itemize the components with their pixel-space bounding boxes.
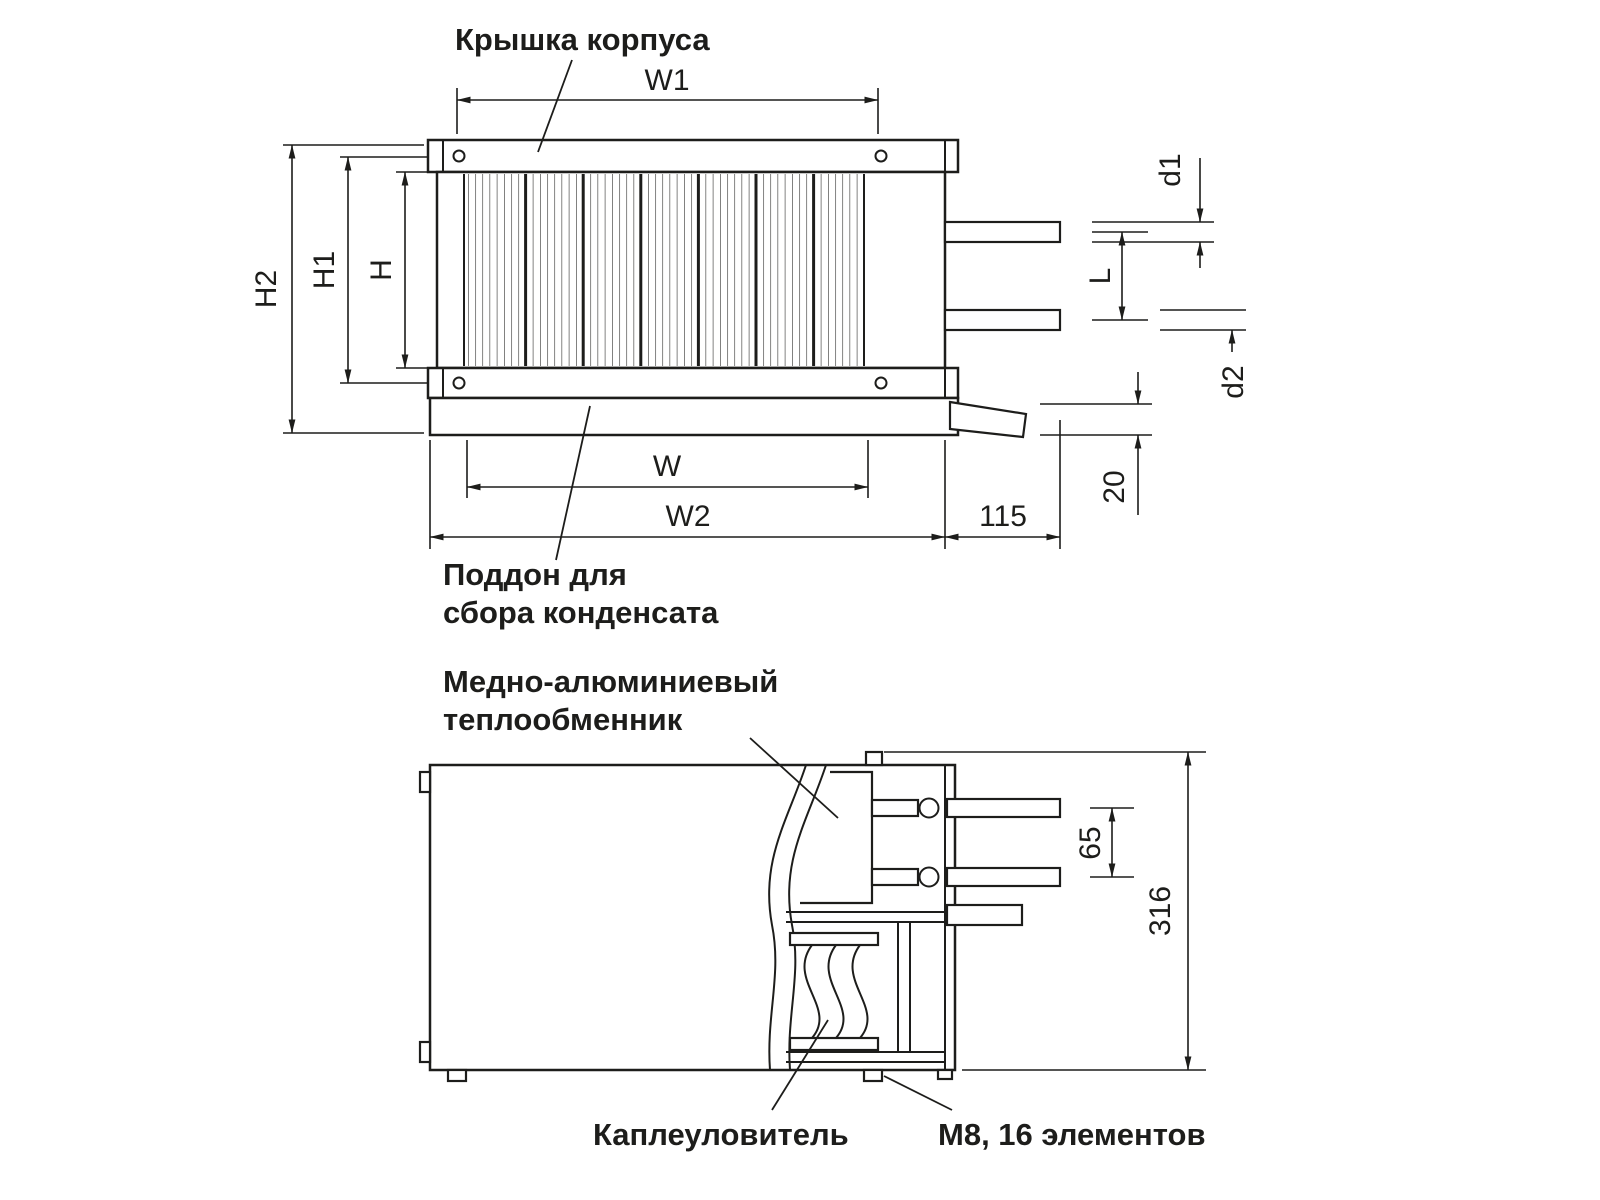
housing-side — [418, 750, 1062, 1083]
header-stub-upper — [870, 798, 920, 818]
pipe-upper — [943, 220, 1062, 244]
flange-screw-hole — [452, 376, 466, 390]
header-stub-lower — [870, 867, 920, 887]
bottom-bolt — [446, 1068, 468, 1083]
flange-screw-hole — [452, 149, 466, 163]
dim-65-text: 65 — [1074, 826, 1107, 859]
bolts-callout: М8, 16 элементов — [883, 1075, 1206, 1152]
pipe-lower-side — [945, 866, 1062, 888]
dim-d1: d1 — [1092, 153, 1214, 268]
dim-316: 316 — [884, 751, 1206, 1071]
housing-front — [426, 138, 1062, 439]
dim-h: H — [365, 171, 437, 369]
bolts-label: М8, 16 элементов — [938, 1117, 1206, 1152]
cover-callout: Крышка корпуса — [455, 22, 710, 153]
heat-exchanger-callout: Медно-алюминиевый теплообменник — [443, 664, 839, 819]
dim-316-text: 316 — [1144, 886, 1177, 936]
dim-h1-text: H1 — [308, 251, 341, 289]
cover-label: Крышка корпуса — [455, 22, 710, 57]
bottom-flange — [426, 366, 960, 400]
pan-callout: Поддон для сбора конденсата — [443, 405, 719, 630]
top-flange — [426, 138, 960, 174]
dim-d2-text: d2 — [1217, 365, 1250, 398]
drain-stub — [948, 400, 1028, 439]
dim-w: W — [466, 440, 869, 498]
bottom-bolt — [862, 1068, 884, 1083]
dim-h2: H2 — [250, 144, 424, 434]
dim-65: 65 — [1074, 807, 1134, 878]
drain-stub-side — [945, 903, 1024, 927]
break-line — [788, 764, 827, 1071]
dim-20-text: 20 — [1098, 470, 1131, 503]
dim-l-text: L — [1084, 268, 1117, 285]
coil-fins — [468, 174, 865, 366]
eliminator-label: Каплеуловитель — [593, 1117, 849, 1152]
dim-h2-text: H2 — [250, 270, 283, 308]
hx-label-line2: теплообменник — [443, 702, 683, 737]
dim-d1-text: d1 — [1154, 153, 1187, 186]
top-bolt — [864, 750, 884, 767]
pan-label-line1: Поддон для — [443, 557, 627, 592]
pipe-upper-side — [945, 797, 1062, 819]
dim-115: 115 — [944, 420, 1061, 549]
dim-w2-text: W2 — [666, 500, 711, 533]
left-tab — [418, 770, 432, 794]
pipe-header-lower — [918, 866, 940, 888]
dim-w1-text: W1 — [645, 64, 690, 97]
dim-115-text: 115 — [979, 500, 1027, 533]
break-line — [768, 764, 807, 1071]
pan-label-line2: сбора конденсата — [443, 595, 719, 630]
heat-exchanger-block — [800, 770, 874, 905]
dim-l: L — [1084, 231, 1148, 321]
condensate-pan — [428, 396, 960, 437]
dim-w1: W1 — [456, 64, 879, 134]
flange-screw-hole — [874, 376, 888, 390]
dim-w-text: W — [653, 450, 682, 483]
dim-d2: d2 — [1160, 309, 1250, 399]
dim-h1: H1 — [308, 156, 428, 384]
side-view: 65 316 Медно-алюминиевый теплообменник К… — [418, 664, 1206, 1152]
dim-h-text: H — [365, 259, 398, 281]
flange-screw-hole — [874, 149, 888, 163]
left-tab — [418, 1040, 432, 1064]
dim-20: 20 — [1040, 372, 1152, 515]
eliminator-callout: Каплеуловитель — [593, 1019, 849, 1152]
front-view: W1 H2 H1 H W — [250, 22, 1250, 630]
dim-w2: W2 — [429, 440, 946, 549]
hx-label-line1: Медно-алюминиевый — [443, 664, 778, 699]
pipe-lower — [943, 308, 1062, 332]
pipe-header-upper — [918, 797, 940, 819]
corner-foot — [936, 1068, 954, 1081]
